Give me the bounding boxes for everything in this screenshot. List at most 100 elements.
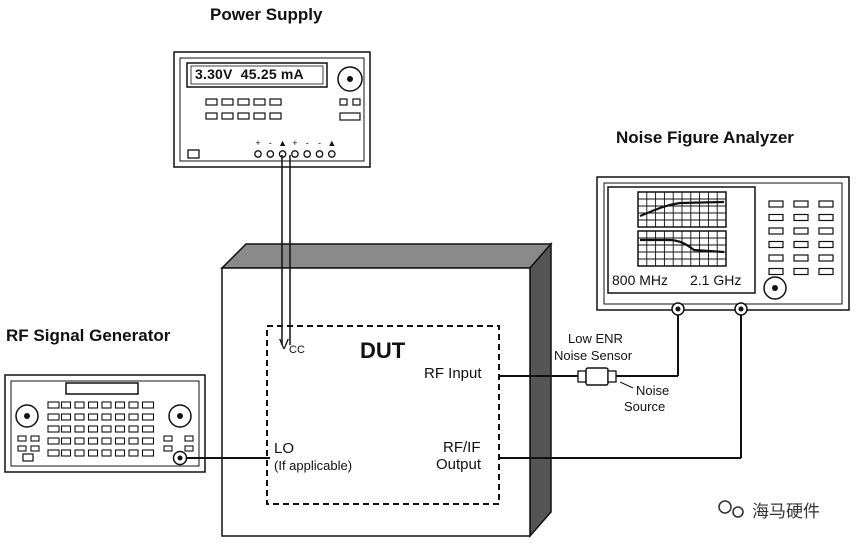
rf-gen-key[interactable] bbox=[74, 449, 85, 457]
rf-gen-key[interactable] bbox=[60, 437, 72, 445]
rf-gen-key[interactable] bbox=[47, 401, 60, 409]
dut-box-top bbox=[220, 243, 553, 269]
rf-gen-key[interactable] bbox=[184, 445, 194, 452]
rf-gen-key[interactable] bbox=[101, 401, 112, 409]
power-switch-icon[interactable] bbox=[187, 149, 200, 159]
power-supply-terminal[interactable] bbox=[303, 150, 312, 158]
rf-gen-key[interactable] bbox=[114, 449, 126, 457]
power-supply-key[interactable] bbox=[339, 112, 361, 121]
power-supply-buttons[interactable] bbox=[205, 98, 361, 121]
power-supply-key[interactable] bbox=[269, 98, 282, 106]
power-supply-key[interactable] bbox=[339, 98, 348, 106]
nfa-key[interactable] bbox=[793, 240, 809, 249]
dut-box-side bbox=[529, 242, 552, 538]
nfa-key[interactable] bbox=[818, 227, 834, 235]
nfa-key[interactable] bbox=[768, 240, 784, 249]
rf-gen-key[interactable] bbox=[163, 435, 173, 442]
power-supply-terminal[interactable] bbox=[291, 150, 299, 158]
power-supply-terminal[interactable] bbox=[327, 150, 336, 158]
nfa-trace-gain bbox=[639, 200, 725, 218]
rf-gen-key[interactable] bbox=[101, 425, 112, 433]
rf-gen-key[interactable] bbox=[114, 437, 126, 445]
nfa-key[interactable] bbox=[793, 267, 809, 276]
rf-gen-key[interactable] bbox=[47, 425, 60, 433]
power-supply-key[interactable] bbox=[237, 98, 250, 106]
power-supply-key[interactable] bbox=[205, 112, 218, 120]
rf-gen-key[interactable] bbox=[101, 449, 112, 457]
rf-gen-key[interactable] bbox=[60, 449, 72, 457]
nfa-key[interactable] bbox=[818, 213, 834, 222]
power-supply-terminal-sign: + bbox=[292, 138, 297, 148]
nfa-key[interactable] bbox=[818, 200, 834, 208]
rf-gen-key[interactable] bbox=[141, 425, 155, 433]
rf-gen-key[interactable] bbox=[60, 401, 72, 409]
rf-gen-key[interactable] bbox=[184, 435, 194, 442]
rf-gen-key[interactable] bbox=[141, 437, 155, 445]
power-supply-key[interactable] bbox=[253, 98, 266, 106]
rf-gen-key[interactable] bbox=[17, 435, 27, 442]
nfa-key[interactable] bbox=[793, 213, 809, 222]
nfa-key[interactable] bbox=[768, 213, 784, 222]
power-supply-key[interactable] bbox=[352, 98, 361, 106]
nfa-key[interactable] bbox=[818, 240, 834, 249]
rf-gen-key[interactable] bbox=[141, 449, 155, 457]
power-supply-key[interactable] bbox=[237, 112, 250, 120]
nfa-key[interactable] bbox=[768, 267, 784, 276]
power-supply-terminal[interactable] bbox=[266, 150, 275, 158]
rf-gen-key[interactable] bbox=[30, 435, 40, 442]
rf-gen-key[interactable] bbox=[128, 425, 139, 433]
power-supply-key[interactable] bbox=[221, 112, 234, 120]
rf-gen-key[interactable] bbox=[74, 401, 85, 409]
rf-gen-key[interactable] bbox=[47, 437, 60, 445]
rf-gen-key[interactable] bbox=[114, 401, 126, 409]
nfa-key[interactable] bbox=[793, 227, 809, 235]
power-supply-terminal-sign: - bbox=[269, 138, 272, 148]
rf-gen-key[interactable] bbox=[74, 413, 85, 421]
rf-gen-key[interactable] bbox=[87, 413, 99, 421]
rf-gen-key[interactable] bbox=[128, 437, 139, 445]
rf-gen-key[interactable] bbox=[87, 449, 99, 457]
nfa-key[interactable] bbox=[818, 254, 834, 262]
rf-gen-key[interactable] bbox=[128, 449, 139, 457]
rf-gen-key[interactable] bbox=[87, 425, 99, 433]
vcc-cable bbox=[281, 155, 291, 345]
rf-gen-key[interactable] bbox=[101, 437, 112, 445]
rf-gen-key[interactable] bbox=[60, 425, 72, 433]
rf-gen-key[interactable] bbox=[74, 437, 85, 445]
power-supply-terminal[interactable] bbox=[254, 150, 262, 158]
nfa-key[interactable] bbox=[768, 227, 784, 235]
power-supply-key[interactable] bbox=[205, 98, 218, 106]
rf-gen-key[interactable] bbox=[74, 425, 85, 433]
rf-gen-key[interactable] bbox=[128, 401, 139, 409]
nfa-key[interactable] bbox=[768, 254, 784, 262]
rf-gen-key[interactable] bbox=[87, 437, 99, 445]
rf-gen-key[interactable] bbox=[114, 425, 126, 433]
rf-gen-key[interactable] bbox=[128, 413, 139, 421]
rf-gen-key[interactable] bbox=[163, 445, 173, 452]
rf-gen-key[interactable] bbox=[47, 449, 60, 457]
nfa-key[interactable] bbox=[793, 254, 809, 262]
rf-gen-key[interactable] bbox=[47, 413, 60, 421]
nfa-key[interactable] bbox=[818, 267, 834, 276]
rf-gen-key[interactable] bbox=[17, 445, 27, 452]
noise-sensor-line1: Low ENR bbox=[568, 331, 623, 346]
rf-gen-key[interactable] bbox=[30, 445, 40, 452]
nfa-key[interactable] bbox=[768, 200, 784, 208]
power-supply-key[interactable] bbox=[221, 98, 234, 106]
nfa-key[interactable] bbox=[793, 200, 809, 208]
rf-gen-key[interactable] bbox=[60, 413, 72, 421]
rf-gen-key[interactable] bbox=[141, 401, 155, 409]
rf-gen-key[interactable] bbox=[87, 401, 99, 409]
rf-gen-power-switch-icon[interactable] bbox=[22, 453, 34, 462]
power-supply-key[interactable] bbox=[269, 112, 282, 120]
power-supply-terminal[interactable] bbox=[315, 150, 324, 158]
noise-sensor-line2: Noise Sensor bbox=[554, 348, 633, 363]
rf-gen-key[interactable] bbox=[114, 413, 126, 421]
rf-gen-key[interactable] bbox=[101, 413, 112, 421]
power-supply-key[interactable] bbox=[253, 112, 266, 120]
wiring bbox=[186, 315, 742, 459]
rf-gen-key[interactable] bbox=[141, 413, 155, 421]
nfa-buttons[interactable] bbox=[768, 200, 834, 276]
power-supply-terminal-sign: ▲ bbox=[327, 138, 336, 148]
rf-gen-keypad[interactable] bbox=[17, 401, 194, 457]
